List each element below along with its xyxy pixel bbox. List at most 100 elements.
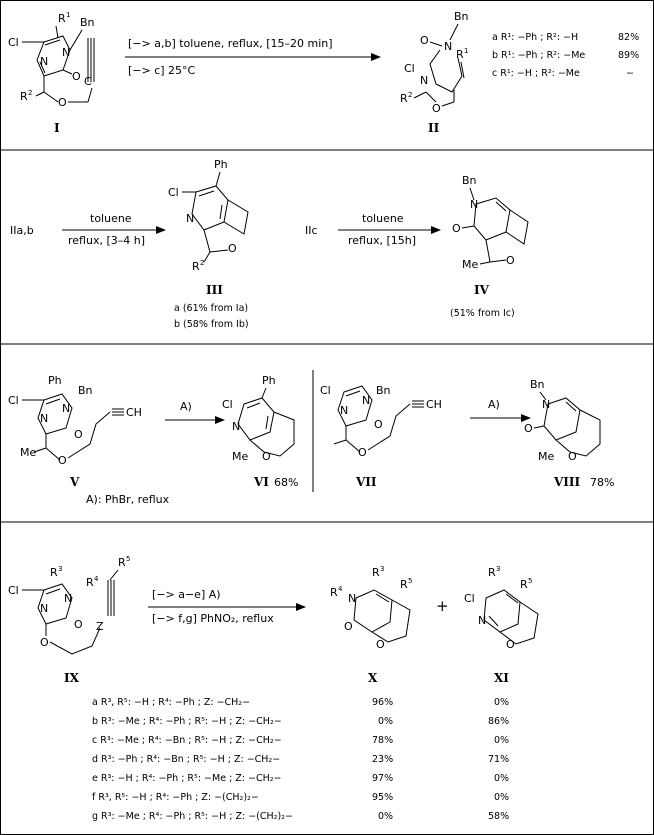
svg-text:1: 1	[464, 47, 468, 55]
svg-text:86%: 86%	[488, 716, 509, 727]
svg-text:Me: Me	[232, 450, 248, 463]
svg-text:O: O	[568, 450, 577, 463]
svg-text:O: O	[58, 96, 67, 109]
svg-text:C: C	[84, 75, 92, 88]
svg-text:Cl: Cl	[222, 398, 233, 411]
svg-text:R: R	[372, 566, 380, 579]
svg-text:4: 4	[94, 575, 99, 583]
scheme3-arrow-label: A)	[180, 400, 192, 413]
scheme4-conditions-bottom: [−> f,g] PhNO₂, reflux	[152, 612, 274, 625]
svg-text:95%: 95%	[372, 792, 393, 803]
svg-text:2: 2	[408, 91, 412, 99]
svg-text:O: O	[376, 638, 385, 651]
svg-text:Cl: Cl	[168, 186, 179, 199]
scheme3-arrow-label-2: A)	[488, 398, 500, 411]
svg-text:N: N	[186, 212, 194, 225]
svg-text:R: R	[400, 92, 408, 105]
svg-text:N: N	[542, 398, 550, 411]
svg-text:0%: 0%	[378, 716, 393, 727]
scheme2-left-top: toluene	[90, 212, 132, 225]
svg-text:N: N	[444, 40, 452, 53]
svg-text:O: O	[358, 446, 367, 459]
variant-a-yield: 82%	[618, 32, 639, 43]
table-row: b R³: −Me ; R⁴: −Ph ; R⁵: −H ; Z: −CH₂− …	[92, 716, 509, 727]
svg-text:R: R	[86, 576, 94, 589]
svg-text:5: 5	[528, 577, 532, 585]
svg-text:N: N	[64, 592, 72, 605]
variant-c-yield: −	[626, 68, 634, 79]
svg-text:N: N	[478, 614, 486, 627]
svg-text:5: 5	[408, 577, 412, 585]
results-table: a R³, R⁵: −H ; R⁴: −Ph ; Z: −CH₂− 96% 0%…	[92, 697, 509, 822]
svg-text:N: N	[340, 404, 348, 417]
svg-text:Ph: Ph	[48, 374, 62, 387]
svg-text:Bn: Bn	[454, 10, 469, 23]
svg-text:R: R	[330, 586, 338, 599]
III-yield-b: b (58% from Ib)	[174, 319, 249, 330]
scheme2-right-bottom: reflux, [15h]	[348, 234, 416, 247]
svg-text:O: O	[524, 422, 533, 435]
svg-text:R: R	[456, 48, 464, 61]
svg-text:d R³: −Ph ; R⁴: −Bn ; R⁵: −H ;: d R³: −Ph ; R⁴: −Bn ; R⁵: −H ; Z: −CH₂−	[92, 754, 280, 765]
table-row: g R³: −Me ; R⁴: −Ph ; R⁵: −H ; Z: −(CH₂)…	[92, 811, 509, 822]
svg-text:Cl: Cl	[464, 592, 475, 605]
svg-text:O: O	[420, 34, 429, 47]
label-VII: VII	[355, 475, 377, 489]
table-row: c R³: −Me ; R⁴: −Bn ; R⁵: −H ; Z: −CH₂− …	[92, 735, 509, 746]
svg-text:Me: Me	[20, 446, 36, 459]
svg-text:97%: 97%	[372, 773, 393, 784]
label-IV: IV	[474, 283, 490, 297]
svg-text:O: O	[452, 222, 461, 235]
svg-text:0%: 0%	[494, 697, 509, 708]
svg-text:f R³, R⁵: −H ; R⁴: −Ph ; Z: −(: f R³, R⁵: −H ; R⁴: −Ph ; Z: −(CH₂)₂−	[92, 792, 259, 803]
svg-text:O: O	[432, 102, 441, 115]
compound-VI-structure: Ph Cl N O Me	[222, 374, 295, 463]
svg-text:e R³: −H ; R⁴: −Ph ; R⁵: −Me ;: e R³: −H ; R⁴: −Ph ; R⁵: −Me ; Z: −CH₂−	[92, 773, 282, 784]
svg-text:71%: 71%	[488, 754, 509, 765]
label-IIc: IIc	[305, 224, 318, 237]
label-VIII: VIII	[553, 475, 581, 489]
svg-text:N: N	[40, 55, 48, 68]
svg-text:O: O	[374, 418, 383, 431]
svg-text:Me: Me	[538, 450, 554, 463]
VI-yield: 68%	[274, 476, 298, 489]
svg-text:O: O	[344, 620, 353, 633]
svg-text:R: R	[488, 566, 496, 579]
svg-text:Cl: Cl	[8, 584, 19, 597]
svg-text:R: R	[50, 566, 58, 579]
svg-text:N: N	[420, 74, 428, 87]
table-row: e R³: −H ; R⁴: −Ph ; R⁵: −Me ; Z: −CH₂− …	[92, 773, 509, 784]
svg-text:3: 3	[58, 565, 62, 573]
svg-text:O: O	[74, 618, 83, 631]
svg-text:5: 5	[126, 555, 130, 563]
scheme3-footnote: A): PhBr, reflux	[86, 493, 170, 506]
svg-text:Cl: Cl	[8, 394, 19, 407]
svg-text:Ph: Ph	[214, 158, 228, 171]
svg-text:R: R	[118, 556, 126, 569]
svg-text:N: N	[348, 592, 356, 605]
svg-text:O: O	[506, 254, 515, 267]
svg-text:58%: 58%	[488, 811, 509, 822]
svg-text:CH: CH	[126, 406, 142, 419]
svg-text:Bn: Bn	[530, 378, 545, 391]
scheme2-right-top: toluene	[362, 212, 404, 225]
compound-I-structure: Cl - R1 N Bn O N C R2 O	[8, 11, 95, 109]
svg-text:O: O	[72, 70, 81, 83]
svg-text:N: N	[62, 46, 70, 59]
compound-VIII-structure: Bn N O O Me	[524, 378, 601, 463]
svg-text:23%: 23%	[372, 754, 393, 765]
compound-VII-structure: Bn Cl N O N - O CH	[320, 384, 442, 459]
svg-text:O: O	[74, 428, 83, 441]
svg-text:0%: 0%	[378, 811, 393, 822]
svg-text:96%: 96%	[372, 697, 393, 708]
svg-text:a R³, R⁵: −H ; R⁴: −Ph ; Z: −C: a R³, R⁵: −H ; R⁴: −Ph ; Z: −CH₂−	[92, 697, 250, 708]
svg-text:Z: Z	[96, 620, 104, 633]
VIII-yield: 78%	[590, 476, 614, 489]
svg-text:0%: 0%	[494, 773, 509, 784]
variant-c: c R¹: −H ; R²: −Me	[492, 68, 580, 79]
table-row: a R³, R⁵: −H ; R⁴: −Ph ; Z: −CH₂− 96% 0%	[92, 697, 509, 708]
label-II: II	[428, 121, 440, 135]
